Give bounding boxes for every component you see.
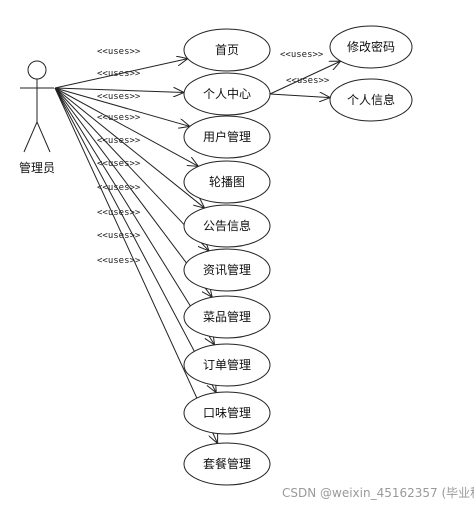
use-case-ellipse [183, 204, 271, 248]
use-case-ellipse [183, 160, 271, 204]
use-case-label: 修改密码 [347, 39, 395, 54]
uses-arrow [54, 87, 212, 297]
uses-arrow [54, 88, 184, 93]
uses-label: <<uses>> [97, 69, 141, 79]
uses-arrow [54, 87, 198, 166]
use-case-ellipse [183, 72, 271, 116]
use-case-ellipse [329, 25, 413, 69]
uses-label: <<uses>> [97, 113, 141, 123]
use-case-ellipse [183, 115, 271, 159]
uses-relation-dishes: <<uses>> [54, 87, 212, 297]
uses-relation-notice: <<uses>> [54, 87, 205, 208]
use-case-dishes: 菜品管理 [183, 295, 271, 339]
use-case-label: 个人信息 [347, 92, 395, 107]
actor-admin: 管理员 [19, 60, 55, 175]
use-case-label: 首页 [215, 43, 239, 57]
uses-arrow [54, 59, 188, 89]
uses-label: <<uses>> [280, 50, 324, 60]
uses-relation-combo: <<uses>> [54, 87, 218, 444]
actor-left-leg [23, 121, 38, 153]
use-case-label: 套餐管理 [203, 456, 251, 471]
actor-label: 管理员 [19, 160, 55, 175]
uses-relation-password: <<uses>> [269, 50, 341, 95]
uses-arrow [54, 87, 215, 345]
use-case-personal: 个人中心 [183, 72, 271, 116]
use-case-carousel: 轮播图 [183, 160, 271, 204]
use-case-ellipse [183, 391, 271, 435]
uses-relation-personal: <<uses>> [54, 69, 184, 93]
uses-arrow [54, 87, 216, 393]
uses-relation-orders: <<uses>> [54, 87, 215, 345]
use-case-combo: 套餐管理 [183, 442, 271, 486]
use-case-users: 用户管理 [183, 115, 271, 159]
uses-label: <<uses>> [97, 256, 141, 266]
use-case-label: 用户管理 [203, 129, 251, 144]
uses-label: <<uses>> [286, 76, 330, 86]
uses-arrow [269, 94, 330, 98]
relations-layer: <<uses>> <<uses>> <<uses>> <<uses>> <<uses>>… [54, 47, 341, 444]
use-case-ellipse [329, 78, 413, 122]
use-case-label: 轮播图 [209, 175, 245, 189]
uses-arrow [54, 87, 209, 251]
use-case-ellipse [183, 442, 271, 486]
use-case-ellipse [183, 295, 271, 339]
actor-head [27, 60, 47, 80]
use-case-ellipse [183, 343, 271, 387]
use-case-ellipse [183, 248, 271, 292]
watermark: CSDN @weixin_45162357 (毕业程序员) [282, 485, 474, 500]
uses-relation-users: <<uses>> [54, 87, 190, 126]
uses-arrow [54, 87, 190, 126]
use-case-label: 资讯管理 [203, 262, 251, 277]
uses-label: <<uses>> [97, 183, 141, 193]
use-case-label: 口味管理 [203, 405, 251, 420]
use-case-label: 公告信息 [203, 218, 251, 233]
use-case-password: 修改密码 [329, 25, 413, 69]
use-case-news: 资讯管理 [183, 248, 271, 292]
uses-label: <<uses>> [97, 47, 141, 57]
uses-arrow [54, 87, 218, 444]
use-case-orders: 订单管理 [183, 343, 271, 387]
uses-relation-news: <<uses>> [54, 87, 209, 251]
use-case-notice: 公告信息 [183, 204, 271, 248]
uses-relation-home: <<uses>> [54, 47, 188, 89]
uses-relation-info: <<uses>> [269, 76, 330, 98]
use-case-label: 个人中心 [203, 86, 251, 101]
uses-relation-taste: <<uses>> [54, 87, 216, 393]
uses-label: <<uses>> [97, 159, 141, 169]
use-case-ellipse [183, 28, 271, 72]
uses-label: <<uses>> [97, 208, 141, 218]
uses-label: <<uses>> [97, 92, 141, 102]
use-case-info: 个人信息 [329, 78, 413, 122]
uses-label: <<uses>> [97, 231, 141, 241]
uses-label: <<uses>> [97, 136, 141, 146]
uses-arrow [269, 61, 341, 95]
actor-right-leg [36, 121, 51, 153]
use-case-home: 首页 [183, 28, 271, 72]
uses-relation-carousel: <<uses>> [54, 87, 198, 166]
use-case-label: 菜品管理 [203, 309, 251, 324]
use-case-taste: 口味管理 [183, 391, 271, 435]
use-case-label: 订单管理 [203, 357, 251, 372]
uses-arrow [54, 87, 205, 208]
